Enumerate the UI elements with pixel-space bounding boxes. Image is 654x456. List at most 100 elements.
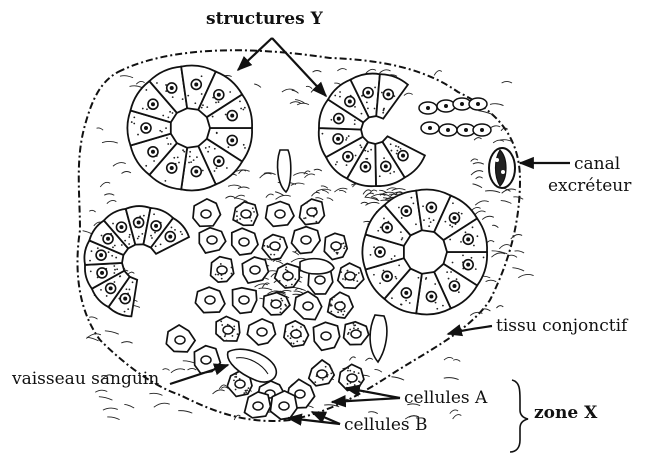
a-granule (303, 217, 305, 219)
acinus-right (362, 190, 487, 315)
fiber-stroke (485, 191, 500, 193)
islet-nucleus (241, 210, 251, 218)
fiber-stroke (501, 201, 512, 204)
granule (370, 254, 372, 256)
fiber-stroke (104, 194, 114, 196)
nucleolus (168, 235, 172, 239)
fiber-stroke (475, 211, 485, 214)
granule (401, 217, 403, 219)
granule (145, 89, 147, 91)
granule (394, 255, 396, 257)
a-granule (325, 366, 327, 368)
granule (156, 82, 158, 84)
fiber-stroke (493, 140, 504, 143)
a-granule (340, 271, 342, 273)
granule (159, 130, 161, 132)
cell-a (324, 233, 347, 259)
granule (354, 119, 356, 121)
nucleolus (429, 205, 433, 209)
fiber-stroke (225, 196, 235, 198)
fiber-stroke (478, 111, 492, 115)
a-granule (292, 326, 294, 328)
a-granule (279, 293, 281, 295)
fiber-stroke (321, 186, 328, 188)
a-granule (342, 314, 344, 316)
granule (451, 226, 453, 228)
granule (201, 93, 203, 95)
granule (137, 238, 139, 240)
cell-b (266, 202, 294, 227)
a-granule (215, 274, 217, 276)
a-granule (217, 274, 219, 276)
cell-a (309, 360, 334, 386)
granule (355, 155, 357, 157)
a-granule (344, 310, 346, 312)
fiber-stroke (154, 403, 170, 407)
fiber-stroke (128, 272, 134, 274)
fiber-stroke (482, 216, 494, 219)
a-granule (280, 308, 282, 310)
fiber-stroke (313, 71, 322, 73)
granule (141, 233, 143, 235)
a-granule (303, 340, 305, 342)
granule (398, 146, 400, 148)
granule (227, 146, 229, 148)
a-granule (344, 246, 346, 248)
fiber-stroke (294, 291, 304, 293)
fiber-stroke (392, 189, 406, 191)
fiber-stroke (149, 393, 162, 395)
granule (383, 157, 385, 159)
granule (126, 288, 128, 290)
nucleolus (100, 271, 104, 275)
fiber-stroke (102, 141, 118, 143)
granule (396, 153, 398, 155)
fiber-stroke (97, 128, 104, 130)
granule (201, 75, 203, 77)
fiber-stroke (163, 369, 170, 371)
granule (401, 239, 403, 241)
fiber-stroke (444, 378, 459, 380)
cell-a (216, 316, 240, 341)
fiber-stroke (371, 194, 385, 197)
a-granule (285, 266, 287, 268)
granule (348, 135, 350, 137)
islet-nucleus (345, 272, 355, 280)
a-granule (279, 280, 281, 282)
a-granule (353, 371, 355, 373)
granule (483, 257, 485, 259)
a-granule (343, 242, 345, 244)
islet-nucleus (335, 302, 345, 310)
islet-nucleus (239, 296, 249, 304)
granule (165, 127, 167, 129)
granule (379, 175, 381, 177)
fiber-stroke (502, 81, 512, 83)
granule (202, 104, 204, 106)
granule (477, 235, 479, 237)
nucleolus (452, 216, 456, 220)
a-granule (294, 278, 296, 280)
fiber-stroke (103, 408, 118, 410)
a-granule (353, 327, 355, 329)
granule (390, 143, 392, 145)
granule (381, 92, 383, 94)
granule (106, 295, 108, 297)
granule (379, 282, 381, 284)
granule (180, 231, 182, 233)
a-granule (291, 284, 293, 286)
a-granule (281, 300, 283, 302)
granule (373, 274, 375, 276)
cell-b (270, 391, 297, 419)
cell-b (232, 228, 258, 255)
islet-nucleus (321, 332, 331, 340)
fiber-stroke (259, 288, 273, 290)
fiber-stroke (293, 173, 307, 176)
a-granule (290, 342, 292, 344)
nucleolus (337, 117, 341, 121)
granule (418, 277, 420, 279)
a-granule (356, 280, 358, 282)
label-tissu-conjonctif: tissu conjonctif (496, 316, 629, 336)
fiber-stroke (473, 163, 484, 165)
fiber-stroke (311, 89, 318, 92)
islet-nucleus (279, 402, 289, 410)
granule (207, 151, 209, 153)
